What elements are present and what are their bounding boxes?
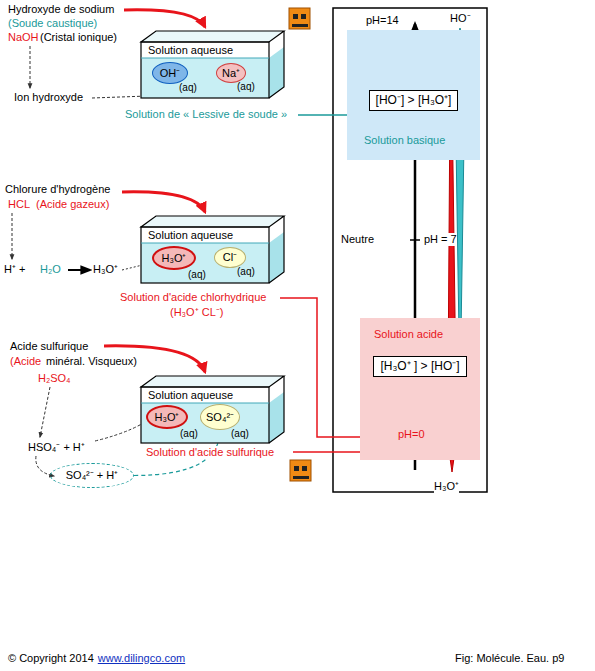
pour-arrow	[122, 192, 205, 212]
hazard-icon	[290, 460, 311, 481]
text-label: (Cristal ionique)	[40, 31, 117, 44]
state-label: (aq)	[180, 427, 198, 440]
tank-side	[269, 216, 284, 283]
text-label: HCL	[8, 198, 30, 211]
ion-ellipse: H₃O⁺(aq)	[146, 405, 188, 429]
tank-front	[141, 227, 269, 283]
text-label: Ion hydroxyde	[14, 91, 83, 104]
leader-line	[30, 46, 31, 88]
state-label: (aq)	[188, 268, 206, 281]
state-label: (aq)	[231, 427, 249, 440]
pour-arrow	[124, 10, 205, 27]
text-label: H₃O⁺	[434, 480, 459, 493]
text-label: Solution d'acide sulfurique	[145, 446, 275, 459]
tank-label: Solution aqueuse	[148, 229, 233, 242]
text-label: (Soude caustique)	[8, 17, 97, 30]
text-label: pH=14	[366, 14, 399, 27]
concentration-box: [H₃O⁺ ] > [HO⁻]	[373, 356, 466, 377]
tank-side-water	[269, 47, 284, 98]
ion-formula: Na⁺	[222, 67, 240, 80]
text-label: NaOH	[8, 31, 39, 44]
text-label: www.dilingco.com	[98, 652, 185, 665]
reaction-arrow	[68, 269, 90, 271]
tank-side-water	[269, 232, 284, 283]
ion-formula: OH⁻	[160, 67, 181, 80]
tank-side	[269, 376, 284, 443]
text-label: pH=0	[396, 428, 427, 441]
tank-label: Solution aqueuse	[148, 389, 233, 402]
text-label: pH = 7	[424, 233, 457, 246]
text-label: Acide sulfurique	[10, 340, 88, 353]
text-label: Hydroxyde de sodium	[8, 3, 114, 16]
tank-box: Solution aqueuseOH⁻(aq)Na⁺(aq)	[140, 30, 286, 98]
tank-box: Solution aqueuseH₃O⁺(aq)Cl⁻(aq)	[140, 215, 286, 283]
text-label: © Copyright 2014	[8, 652, 94, 665]
water-line	[141, 243, 269, 244]
tank-water	[141, 58, 269, 98]
text-label: Solution d'acide chlorhydrique	[120, 291, 266, 304]
link-line	[298, 114, 347, 116]
leader-line	[12, 213, 13, 259]
text-label: HO⁻	[450, 12, 471, 25]
ion-ellipse: Na⁺(aq)	[216, 63, 246, 83]
text-label: (Acide	[10, 355, 41, 368]
text-label: Solution de « Lessive de soude »	[125, 108, 287, 121]
ion-formula: SO₄²⁻ + H⁺	[66, 469, 119, 482]
ion-ellipse: H₃O⁺(aq)	[152, 246, 196, 270]
ion-ellipse: SO₄²⁻(aq)	[200, 404, 240, 430]
tank-front	[141, 387, 269, 443]
ph-tick	[410, 239, 420, 241]
tank-water	[141, 403, 269, 443]
ion-formula: SO₄²⁻	[206, 411, 234, 424]
tank-water	[141, 243, 269, 283]
text-label: (H₃O⁺ CL⁻)	[170, 306, 223, 319]
leader-line	[40, 387, 50, 437]
tank-side	[269, 31, 284, 98]
text-label: minéral. Visqueux)	[46, 355, 137, 368]
tank-top	[141, 31, 284, 42]
text-label: H₃O⁺	[93, 263, 118, 276]
concentration-text: [HO⁻] > [H₃O⁺]	[376, 94, 452, 107]
state-label: (aq)	[237, 80, 255, 93]
link-line	[293, 451, 360, 453]
tank-top	[141, 216, 284, 227]
hazard-icon	[289, 8, 310, 29]
concentration-text: [H₃O⁺ ] > [HO⁻]	[380, 360, 459, 373]
ion-formula: H₃O⁺	[162, 252, 187, 265]
tank-label: Solution aqueuse	[148, 44, 233, 57]
text-label: H₂SO₄	[38, 372, 71, 385]
ion-formula: Cl⁻	[223, 251, 237, 264]
water-line	[141, 403, 269, 404]
text-label: Neutre	[341, 233, 374, 246]
state-label: (aq)	[179, 81, 197, 94]
tank-side-water	[269, 392, 284, 443]
dashed-ellipse: SO₄²⁻ + H⁺	[50, 463, 134, 488]
text-label: Fig: Molécule. Eau. p9	[455, 652, 564, 665]
ion-formula: H₃O⁺	[155, 411, 180, 424]
band-label: Solution acide	[372, 328, 445, 341]
text-label: HSO₄⁻ + H⁺	[28, 441, 85, 454]
concentration-box: [HO⁻] > [H₃O⁺]	[369, 90, 459, 111]
ion-ellipse: Cl⁻(aq)	[214, 247, 246, 268]
leader-line	[36, 456, 54, 476]
tank-front	[141, 42, 269, 98]
text-label: Chlorure d'hydrogène	[5, 183, 110, 196]
link-line	[280, 298, 360, 437]
band-label: Solution basique	[362, 134, 447, 147]
text-label: H⁺ +	[4, 263, 25, 276]
text-label: (Acide gazeux)	[36, 198, 109, 211]
tank-box: Solution aqueuseH₃O⁺(aq)SO₄²⁻(aq)	[140, 375, 286, 443]
ph-band: Solution basique [HO⁻] > [H₃O⁺]	[347, 30, 480, 160]
water-line	[141, 58, 269, 59]
panel-frame	[333, 8, 487, 492]
text-label: H₂O	[40, 263, 61, 276]
state-label: (aq)	[237, 265, 255, 278]
tank-top	[141, 376, 284, 387]
ion-ellipse: OH⁻(aq)	[152, 62, 188, 84]
